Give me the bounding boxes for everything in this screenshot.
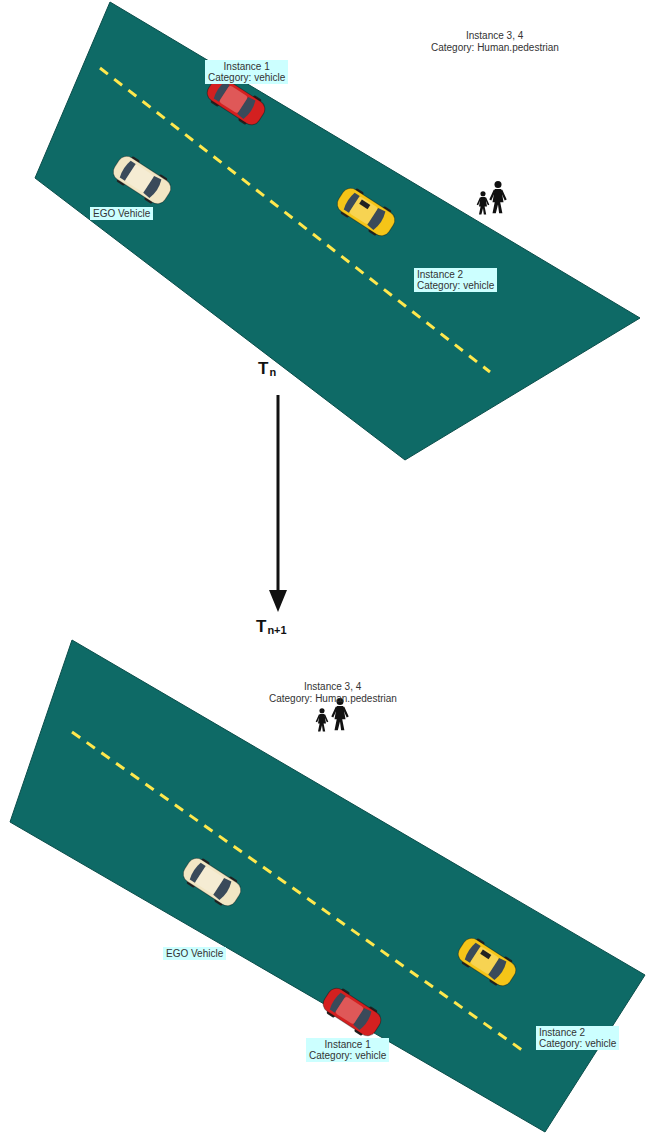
instance-tag: Instance 2Category: vehicle (414, 268, 497, 292)
road-panel (10, 640, 645, 1132)
pedestrian-label: Category: Human.pedestrian (269, 693, 397, 704)
pedestrian-child (477, 191, 488, 214)
pedestrian-label: Category: Human.pedestrian (431, 42, 559, 53)
instance-category: Category: vehicle (417, 280, 494, 291)
time-arrow (277, 395, 280, 595)
time-arrow-head (269, 590, 287, 612)
instance-name: Instance 1 (309, 1039, 386, 1050)
instance-tag: Instance 2Category: vehicle (536, 1026, 619, 1050)
taxi-car (333, 183, 400, 241)
instance-tag: Instance 1Category: vehicle (205, 60, 288, 84)
instance-category: Category: vehicle (309, 1050, 386, 1061)
taxi-sign (480, 950, 491, 960)
time-step-label: Tn (258, 365, 276, 379)
lane-divider (72, 732, 522, 1050)
instance-name: EGO Vehicle (93, 208, 150, 219)
pedestrian-child (316, 708, 327, 731)
instance-tag: EGO Vehicle (90, 207, 153, 220)
time-step-label: Tn+1 (256, 623, 287, 637)
lane-divider (100, 68, 490, 372)
pedestrian-label: Instance 3, 4 (466, 30, 523, 41)
pedestrian-adult (490, 181, 505, 213)
taxi-car (454, 933, 521, 991)
instance-name: Instance 2 (539, 1027, 616, 1038)
instance-category: Category: vehicle (539, 1038, 616, 1049)
instance-name: EGO Vehicle (166, 948, 223, 959)
instance-tag: EGO Vehicle (163, 947, 226, 960)
taxi-sign (359, 200, 370, 210)
ego-car (109, 151, 176, 209)
instance-name: Instance 2 (417, 269, 494, 280)
instance-category: Category: vehicle (208, 72, 285, 83)
ego-car (179, 853, 246, 911)
road-panel (35, 2, 640, 460)
red-car (319, 983, 386, 1041)
instance-tag: Instance 1Category: vehicle (306, 1038, 389, 1062)
pedestrian-label: Instance 3, 4 (304, 681, 361, 692)
instance-name: Instance 1 (208, 61, 285, 72)
